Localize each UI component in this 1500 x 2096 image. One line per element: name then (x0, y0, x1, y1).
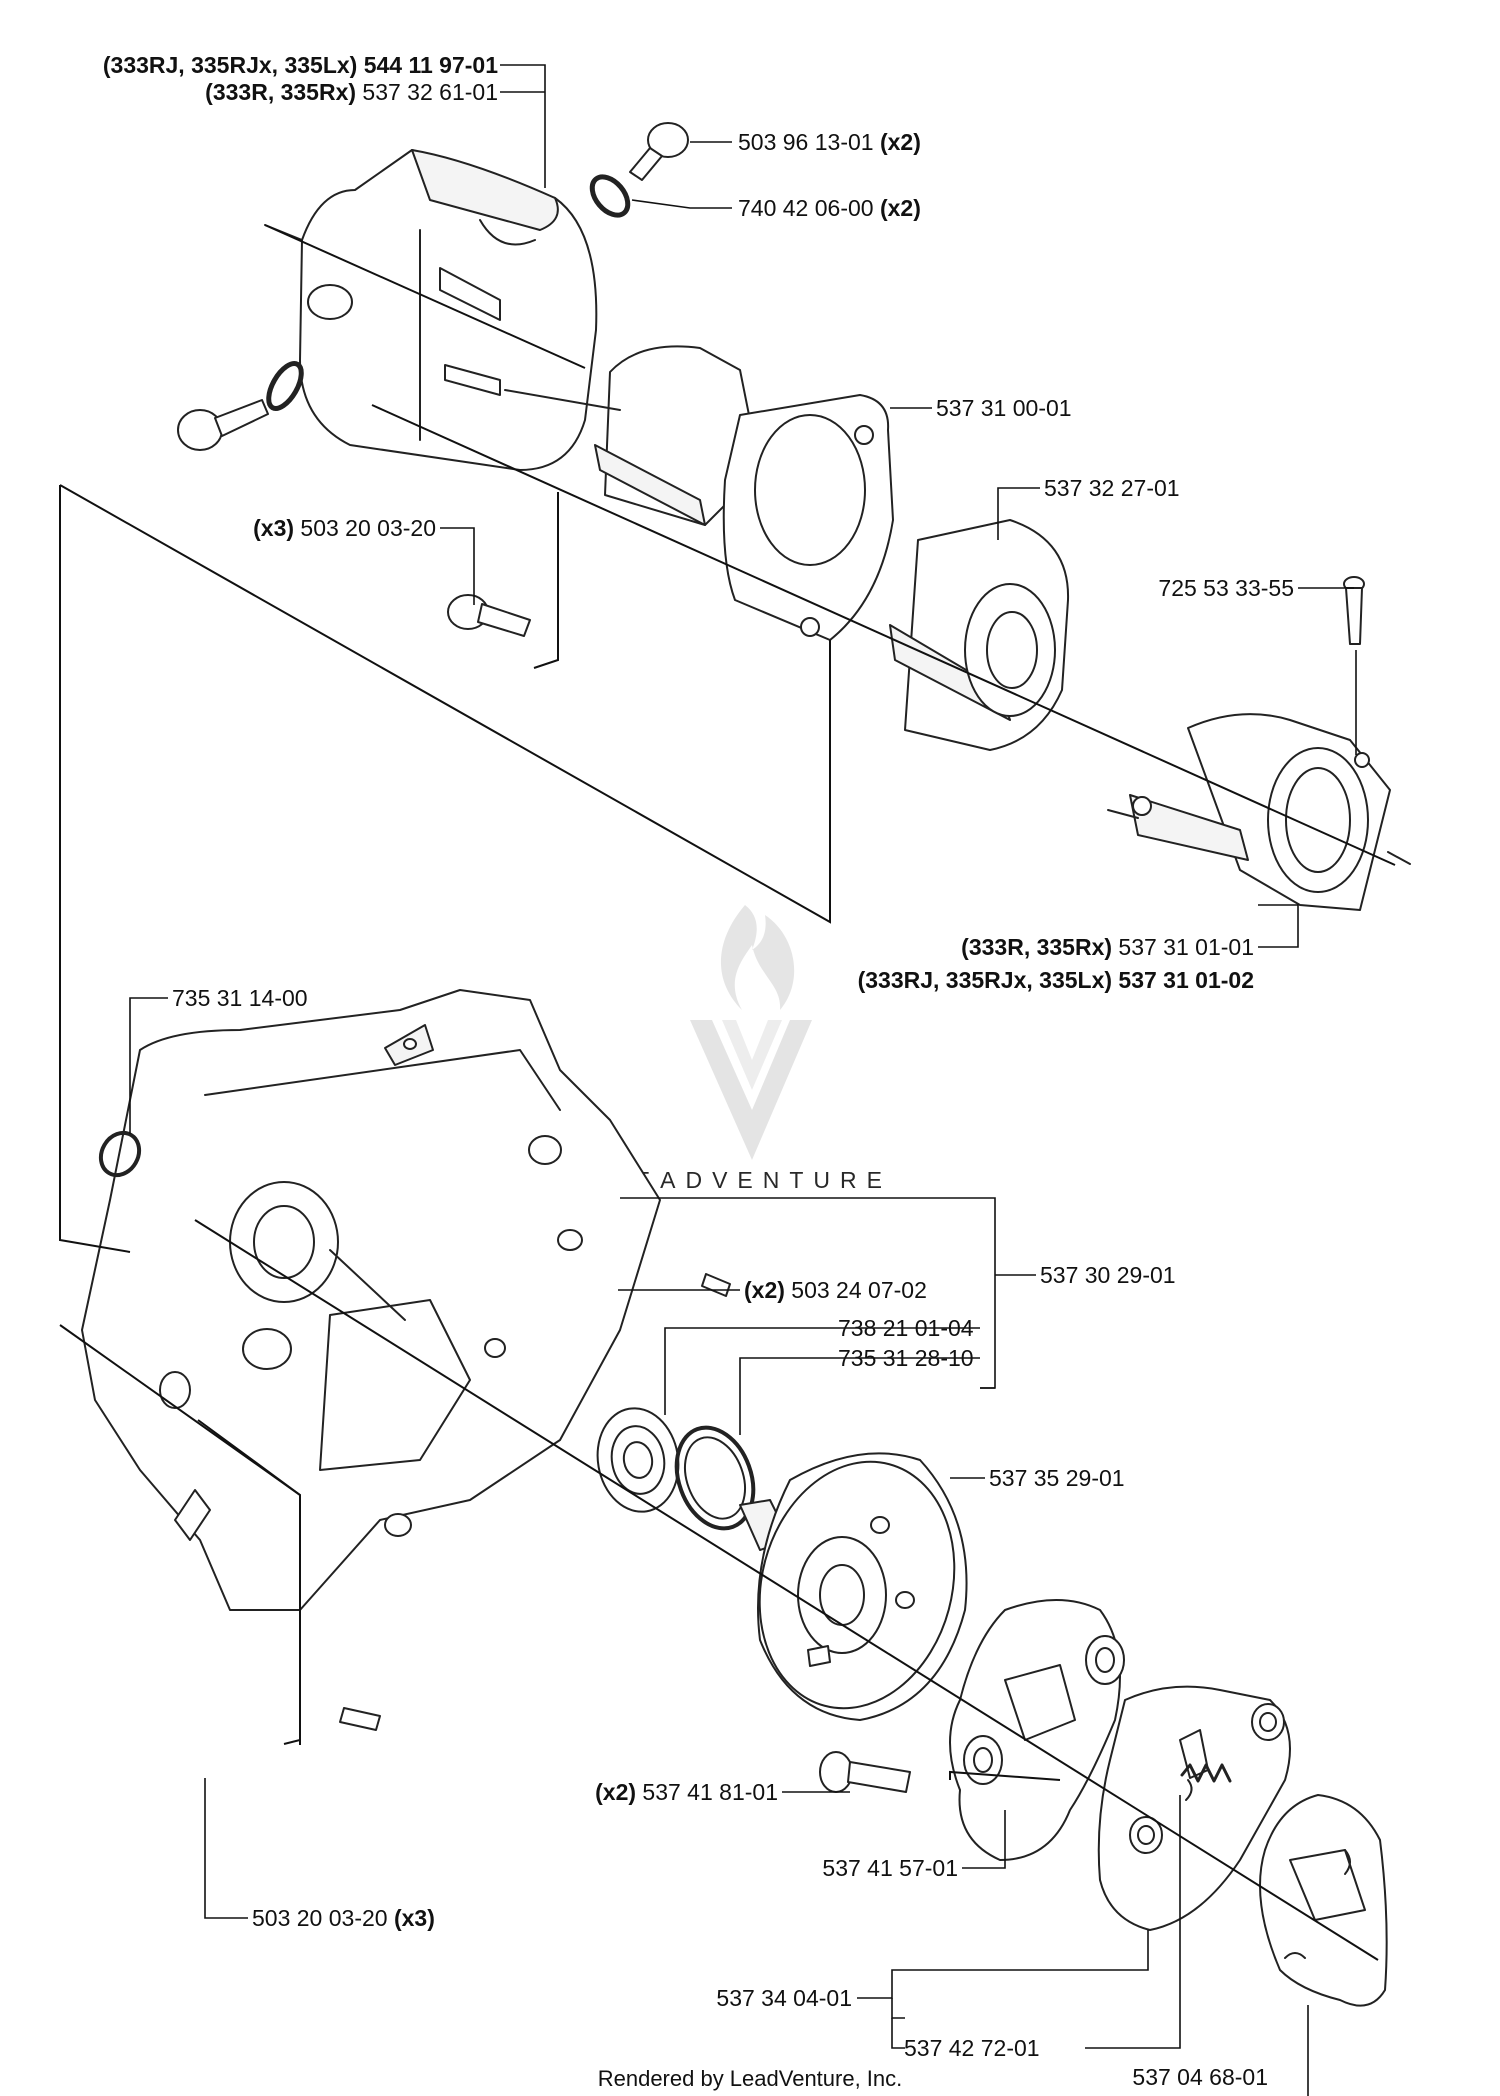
footer-credit: Rendered by LeadVenture, Inc. (598, 2066, 903, 2091)
label-screw-top: 503 96 13-01 (x2) (738, 129, 921, 155)
label-drum: 537 35 29-01 (989, 1465, 1125, 1491)
label-spring: 537 42 72-01 (904, 2035, 1040, 2061)
label-screws-bottom: 503 20 03-20 (x3) (252, 1905, 435, 1931)
bolt (1343, 576, 1365, 645)
crankcase (81, 989, 661, 1611)
clutch-plate (1259, 1794, 1388, 2007)
labels: (333RJ, 335RJx, 335Lx) 544 11 97-01 (333… (103, 52, 1294, 2090)
label-cover-a: (333RJ, 335RJx, 335Lx) 544 11 97-01 (103, 52, 498, 78)
clutch-assembly (1097, 1685, 1291, 1931)
label-bearing: 738 21 01-04 (838, 1315, 974, 1341)
bearing (596, 1407, 680, 1513)
circlip (98, 1130, 142, 1178)
label-cover-b: (333R, 335Rx) 537 32 61-01 (205, 79, 498, 105)
label-sleeve: 537 32 27-01 (1044, 475, 1180, 501)
label-washer: 537 41 57-01 (822, 1855, 958, 1881)
screw-left (177, 399, 269, 451)
label-clamp-a: (333R, 335Rx) 537 31 01-01 (961, 934, 1254, 960)
screw-housing (447, 594, 531, 637)
clutch-drum (739, 1452, 968, 1721)
handle-clamp (1107, 713, 1411, 911)
engine-cover (264, 149, 598, 471)
retaining-ring (674, 1425, 756, 1531)
clutch-housing (504, 345, 894, 641)
sleeve (889, 519, 1070, 751)
oring-left (266, 361, 304, 411)
label-circlip: 735 31 14-00 (172, 985, 308, 1011)
pin-bottom (339, 1707, 381, 1731)
pin-top (701, 1273, 731, 1297)
label-clamp-b: (333RJ, 335RJx, 335Lx) 537 31 01-02 (858, 967, 1254, 993)
clutch-spring (1180, 1763, 1232, 1783)
label-bolt: 725 53 33-55 (1158, 575, 1294, 601)
leader-lines (129, 64, 1357, 2096)
washer-plate (949, 1599, 1125, 1861)
label-pins: (x2) 503 24 07-02 (744, 1277, 927, 1303)
label-oring: 740 42 06-00 (x2) (738, 195, 921, 221)
label-shoulder-screw: (x2) 537 41 81-01 (595, 1779, 778, 1805)
watermark-flame-icon (690, 905, 812, 1160)
label-ring: 735 31 28-10 (838, 1345, 974, 1371)
label-crankcase: 537 30 29-01 (1040, 1262, 1176, 1288)
watermark-text: LEADVENTURE (612, 1167, 892, 1193)
label-clutch: 537 34 04-01 (716, 1985, 852, 2011)
label-housing: 537 31 00-01 (936, 395, 1072, 421)
watermark: LEADVENTURE (612, 905, 892, 1193)
label-plate: 537 04 68-01 (1132, 2064, 1268, 2090)
screw-top (629, 122, 689, 181)
oring-top (589, 174, 631, 218)
shoulder-screw (819, 1751, 911, 1793)
guide-lines (59, 224, 1396, 1961)
label-screws-housing: (x3) 503 20 03-20 (253, 515, 436, 541)
drawings (81, 122, 1411, 2007)
